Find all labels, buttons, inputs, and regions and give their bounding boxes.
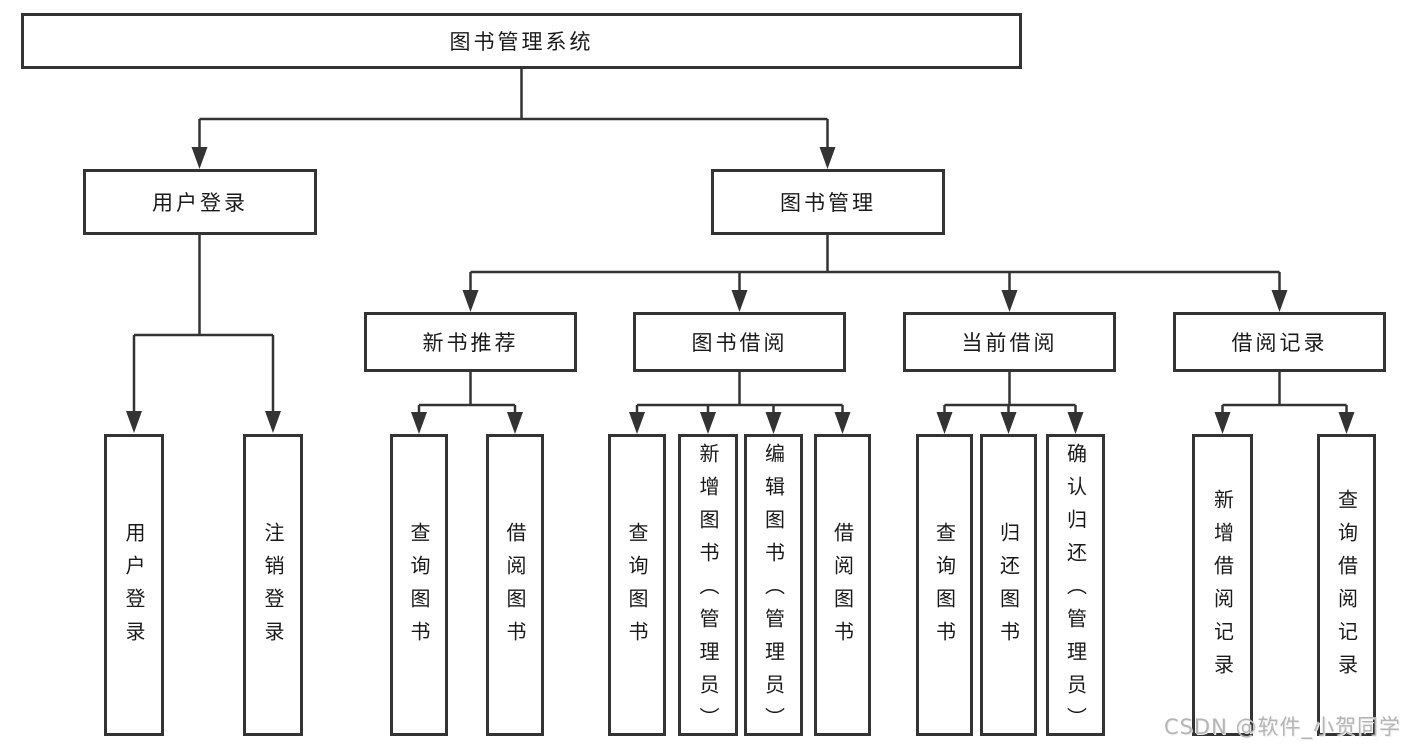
arrowhead	[629, 412, 645, 434]
arrowhead	[507, 412, 523, 434]
arrowhead	[731, 290, 748, 312]
node-leaf-query-books-1: 查询图书	[390, 434, 448, 736]
arrowhead	[834, 412, 851, 434]
node-leaf-return-books: 归还图书	[980, 434, 1037, 736]
arrowhead	[191, 147, 208, 169]
connector-borrow-records-children	[1214, 372, 1355, 434]
connector-book-management-children	[462, 234, 1288, 312]
node-leaf-confirm-return-admin: 确认归还（管理员）	[1046, 434, 1105, 740]
arrowhead	[765, 412, 782, 434]
arrowhead	[1000, 412, 1017, 434]
connector-current-borrow-children	[936, 372, 1084, 434]
node-leaf-query-borrow-record: 查询借阅记录	[1317, 434, 1376, 736]
arrowhead	[700, 412, 716, 434]
node-book-management: 图书管理	[711, 169, 945, 235]
arrowhead	[936, 412, 953, 434]
node-leaf-query-books-3: 查询图书	[916, 434, 973, 736]
node-leaf-add-borrow-record: 新增借阅记录	[1192, 434, 1253, 736]
arrowhead	[126, 411, 142, 433]
arrowhead	[1271, 290, 1288, 312]
arrowhead	[1214, 412, 1231, 434]
connector-root-to-level2	[191, 68, 836, 169]
arrowhead	[265, 411, 281, 433]
node-leaf-user-login: 用户登录	[104, 434, 164, 736]
connector-new-book-recommend-children	[411, 372, 523, 434]
node-user-login: 用户登录	[83, 169, 317, 235]
node-leaf-borrow-books-2: 借阅图书	[814, 434, 871, 736]
csdn-watermark: CSDN @软件_小贺同学	[1163, 715, 1401, 739]
node-leaf-query-books-2: 查询图书	[608, 434, 666, 736]
node-current-borrow: 当前借阅	[903, 312, 1116, 372]
arrowhead	[462, 290, 479, 312]
node-leaf-borrow-books-1: 借阅图书	[486, 434, 544, 736]
node-library-management-system: 图书管理系统	[21, 13, 1022, 69]
node-borrow-records: 借阅记录	[1173, 312, 1386, 372]
connector-book-borrow-children	[629, 372, 851, 434]
arrowhead	[819, 147, 836, 169]
arrowhead	[411, 412, 427, 434]
node-book-borrow: 图书借阅	[633, 312, 846, 372]
arrowhead	[1338, 412, 1355, 434]
node-leaf-logout: 注销登录	[243, 434, 303, 736]
arrowhead	[1001, 290, 1018, 312]
node-new-book-recommend: 新书推荐	[364, 312, 577, 372]
node-leaf-add-book-admin: 新增图书（管理员）	[678, 434, 738, 740]
node-leaf-edit-book-admin: 编辑图书（管理员）	[744, 434, 803, 740]
connector-user-login-children	[126, 234, 281, 433]
arrowhead	[1067, 412, 1084, 434]
